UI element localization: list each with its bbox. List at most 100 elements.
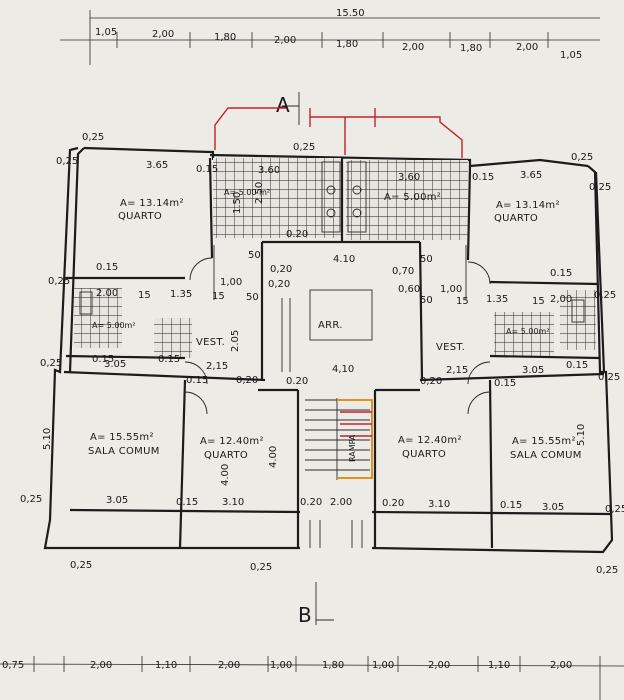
name-quarto-bottom-left: QUARTO <box>204 450 248 461</box>
dim-bottom-9: 1,10 <box>488 660 510 671</box>
dim-215-b: 2,15 <box>446 365 468 376</box>
dim-h510-b: 5.10 <box>576 424 587 446</box>
dim-050-d: 50 <box>420 295 433 306</box>
ramp-outline <box>337 399 373 479</box>
dim-bottom-6: 1,80 <box>322 660 344 671</box>
dim-bottom-10: 2,00 <box>550 660 572 671</box>
kitchen-fixtures <box>79 161 585 323</box>
dim-wall-e3: 0,25 <box>598 372 620 383</box>
dim-305-d: 3.05 <box>542 502 564 513</box>
dim-015-h: 0.15 <box>186 375 208 386</box>
dim-15-c: 15 <box>138 290 151 301</box>
dim-top-5: 1,80 <box>336 39 358 50</box>
dim-015-f: 0.15 <box>566 360 588 371</box>
dim-top-1: 1,05 <box>95 27 117 38</box>
dim-365-right: 3.65 <box>520 170 542 181</box>
dim-wall-se: 0,25 <box>596 565 618 576</box>
dim-135-a: 1.35 <box>170 289 192 300</box>
dim-top-6: 2,00 <box>402 42 424 53</box>
dim-bottom-8: 2,00 <box>428 660 450 671</box>
dim-015-b: 0.15 <box>472 172 494 183</box>
dim-135-b: 1.35 <box>486 294 508 305</box>
name-vest-right: VEST. <box>436 342 465 353</box>
dim-015-c: 0.15 <box>96 262 118 273</box>
dim-h020-c: 0,20 <box>236 375 258 386</box>
room-sala-left: A= 15.55m² SALA COMUM <box>88 432 160 457</box>
dim-215-a: 2,15 <box>206 361 228 372</box>
area-sala-right: A= 15.55m² <box>512 436 576 447</box>
dim-wall-nw: 0,25 <box>82 132 104 143</box>
dim-h070-a: 0,70 <box>392 266 414 277</box>
name-quarto-top-left: QUARTO <box>118 211 162 222</box>
dim-310-b: 3.10 <box>428 499 450 510</box>
dim-015-d: 0.15 <box>550 268 572 279</box>
dim-top-3: 1,80 <box>214 32 236 43</box>
dim-h020-b: 0,20 <box>268 279 290 290</box>
top-dimension-chain: 15.50 1,05 2,00 1,80 2,00 1,80 2,00 1,80… <box>60 8 600 65</box>
area-kitchen-left: A= 5.00 m² <box>224 188 270 197</box>
dim-top-8: 2,00 <box>516 42 538 53</box>
dim-bottom-1: 0,75 <box>2 660 24 671</box>
room-sala-right: A= 15.55m² SALA COMUM <box>510 436 582 461</box>
section-marker-a: A <box>276 92 300 125</box>
dim-wall-n: 0,25 <box>293 142 315 153</box>
dim-310-a: 3.10 <box>222 497 244 508</box>
name-sala-right: SALA COMUM <box>510 450 582 461</box>
dim-h205-a: 2.05 <box>230 330 241 352</box>
dim-015-i: 0.15 <box>494 378 516 389</box>
dim-305-c: 3.05 <box>106 495 128 506</box>
dim-wall-e4: 0,25 <box>605 504 624 515</box>
area-wc-right: A= 5.00m² <box>506 327 550 336</box>
dim-wall-w4: 0,25 <box>20 494 42 505</box>
dim-305-b: 3.05 <box>522 365 544 376</box>
dim-305-a: 3.05 <box>104 359 126 370</box>
dim-wall-w3: 0,25 <box>40 358 62 369</box>
name-vest-left: VEST. <box>196 337 225 348</box>
section-marker-b: B <box>298 582 334 627</box>
room-quarto-top-right: A= 13.14m² QUARTO <box>494 200 560 224</box>
dim-15-b: 15 <box>456 296 469 307</box>
dim-015-g: 0.15 <box>158 354 180 365</box>
dim-bottom-3: 1,10 <box>155 660 177 671</box>
area-quarto-top-left: A= 13.14m² <box>120 198 184 209</box>
dim-200-b: 2.00 <box>330 497 352 508</box>
area-wc-left: A= 5.00m² <box>92 321 136 330</box>
section-label-b: B <box>298 603 312 627</box>
name-sala-left: SALA COMUM <box>88 446 160 457</box>
dim-360-kitchen-right: 3.60 <box>398 172 420 183</box>
dim-15-a: 15 <box>212 291 225 302</box>
dim-100-b: 1,00 <box>440 284 462 295</box>
dim-top-2: 2,00 <box>152 29 174 40</box>
dim-100-a: 1,00 <box>220 277 242 288</box>
interior-walls <box>63 157 605 549</box>
dim-wall-ne: 0,25 <box>571 152 593 163</box>
dim-15-d: 15 <box>532 296 545 307</box>
section-label-a: A <box>276 93 290 117</box>
area-quarto-bottom-right: A= 12.40m² <box>398 435 462 446</box>
dim-bottom-2: 2,00 <box>90 660 112 671</box>
dim-410-a: 4.10 <box>333 254 355 265</box>
dim-200-c: 2,00 <box>550 294 572 305</box>
dim-h400-a: 4.00 <box>220 464 231 486</box>
bay-window-redline <box>214 107 463 158</box>
dim-h020-d: 0,20 <box>420 376 442 387</box>
dim-bottom-5: 1,00 <box>270 660 292 671</box>
dim-bottom-4: 2,00 <box>218 660 240 671</box>
room-quarto-bottom-right: A= 12.40m² QUARTO <box>398 435 462 460</box>
dim-050-b: 50 <box>420 254 433 265</box>
dim-015-a: 0.15 <box>196 164 218 175</box>
stair <box>281 298 370 548</box>
dim-h150-a: 1.50 <box>232 192 243 214</box>
area-quarto-top-right: A= 13.14m² <box>496 200 560 211</box>
dim-020-a: 0.20 <box>286 229 308 240</box>
dim-wall-s: 0,25 <box>250 562 272 573</box>
dim-200-a: 2.00 <box>96 288 118 299</box>
area-sala-left: A= 15.55m² <box>90 432 154 443</box>
dim-h400-b: 4.00 <box>268 446 279 468</box>
dim-015-e: 0.15 <box>92 354 114 365</box>
dim-020-d: 0.20 <box>382 498 404 509</box>
dim-h020-a: 0,20 <box>270 264 292 275</box>
dim-h250-a: 2.50 <box>254 182 265 204</box>
dim-015-j: 0.15 <box>176 497 198 508</box>
